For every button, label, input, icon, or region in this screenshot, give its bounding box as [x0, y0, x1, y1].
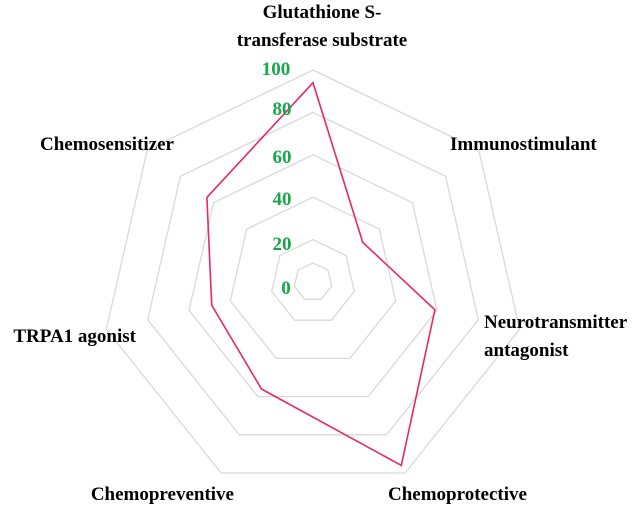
radar-series — [206, 81, 436, 467]
tick-label: 0 — [281, 278, 291, 299]
tick-labels: 0 20 40 60 80 100 — [262, 59, 292, 299]
grid-ring — [105, 69, 521, 474]
axis-label: Chemoprotective — [388, 484, 527, 505]
axis-label: Chemosensitizer — [40, 134, 175, 155]
axis-label: TRPA1 agonist — [13, 326, 136, 347]
axis-label: Chemopreventive — [91, 484, 234, 505]
grid-ring — [188, 154, 438, 398]
tick-label: 40 — [273, 189, 292, 210]
grid-ring — [270, 238, 356, 321]
axis-labels: Glutathione S-transferase substrateImmun… — [13, 2, 627, 505]
axis-label: Glutathione S-transferase substrate — [237, 2, 407, 51]
grid-ring — [146, 111, 480, 436]
series-polygon — [206, 81, 436, 467]
axis-label: Immunostimulant — [450, 134, 597, 155]
radar-grid — [105, 69, 521, 474]
grid-ring — [229, 196, 397, 360]
tick-label: 60 — [273, 147, 292, 168]
tick-label: 100 — [262, 59, 291, 80]
tick-label: 20 — [273, 234, 292, 255]
grid-ring — [293, 262, 333, 300]
tick-label: 80 — [273, 99, 292, 120]
